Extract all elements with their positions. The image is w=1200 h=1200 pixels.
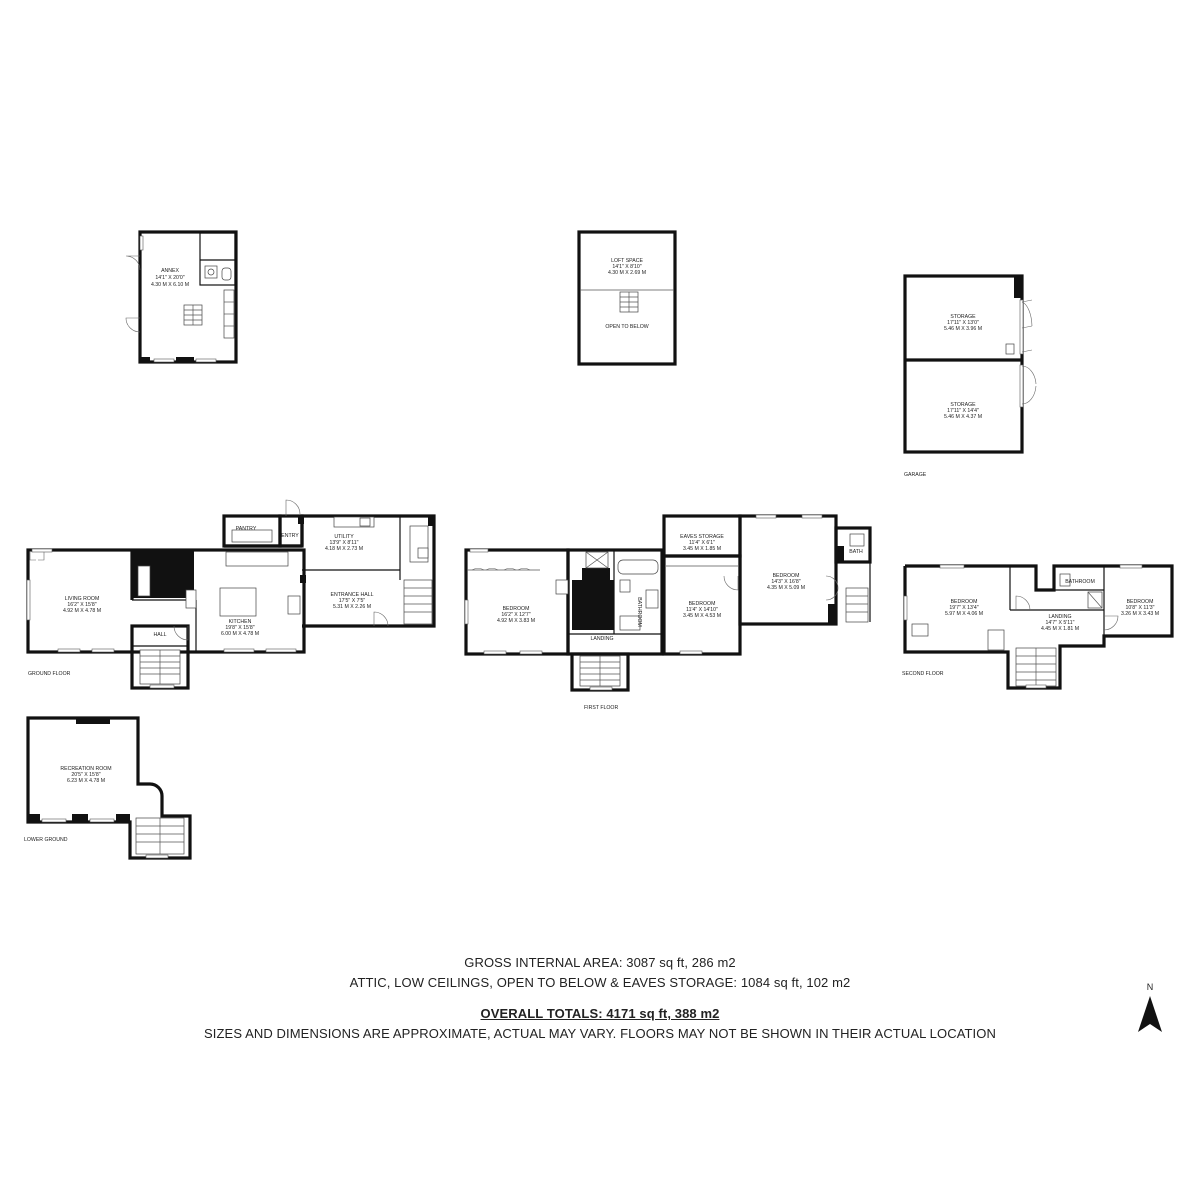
second-floor-plan: BEDROOM 19'7" X 13'4" 5.97 M X 4.06 M BA… — [902, 564, 1174, 690]
landing2-name: LANDING — [1048, 614, 1071, 620]
overall-totals-text: OVERALL TOTALS: 4171 sq ft, 388 m2 — [480, 1006, 720, 1021]
bed4-metric: 5.97 M X 4.06 M — [945, 611, 983, 617]
bed2-name: BEDROOM — [689, 601, 716, 607]
bed3-imperial: 14'3" X 16'8" — [771, 579, 800, 585]
annex-imperial: 14'1" X 20'0" — [155, 275, 184, 281]
bed5-name: BEDROOM — [1127, 599, 1154, 605]
eaves-imperial: 11'4" X 6'1" — [689, 540, 715, 546]
hall-name: HALL — [154, 632, 167, 638]
floor-label-ground: GROUND FLOOR — [28, 671, 71, 677]
eaves-metric: 3.45 M X 1.85 M — [683, 546, 721, 552]
bed3-name: BEDROOM — [773, 573, 800, 579]
bed3-metric: 4.35 M X 5.09 M — [767, 585, 805, 591]
floor-label-second: SECOND FLOOR — [902, 671, 944, 677]
pantry-name: PANTRY — [236, 526, 257, 532]
kitchen-imperial: 19'8" X 15'8" — [225, 625, 254, 631]
entrance-name: ENTRANCE HALL — [331, 592, 374, 598]
utility-imperial: 13'9" X 8'11" — [330, 540, 359, 546]
loft-name: LOFT SPACE — [611, 258, 643, 264]
recreation-name: RECREATION ROOM — [60, 766, 111, 772]
utility-metric: 4.18 M X 2.73 M — [325, 546, 363, 552]
recreation-imperial: 20'5" X 15'8" — [71, 772, 100, 778]
annex-plan: ANNEX 14'1" X 20'0" 4.30 M X 6.10 M — [125, 230, 238, 364]
north-arrow-icon — [1138, 996, 1162, 1032]
floor-label-garage: GARAGE — [904, 472, 927, 478]
loft-imperial: 14'1" X 8'10" — [612, 264, 641, 270]
bed1-imperial: 16'2" X 12'7" — [501, 612, 530, 618]
entry-name: ENTRY — [281, 533, 299, 539]
eaves-name: EAVES STORAGE — [680, 534, 724, 540]
bed5-imperial: 10'8" X 11'3" — [1126, 605, 1155, 611]
annex-metric: 4.30 M X 6.10 M — [151, 282, 189, 288]
bed2-metric: 3.45 M X 4.53 M — [683, 613, 721, 619]
living-imperial: 16'2" X 15'8" — [67, 602, 96, 608]
annex-name: ANNEX — [161, 268, 179, 274]
floor-label-first: FIRST FLOOR — [584, 705, 618, 711]
storage1-name: STORAGE — [950, 314, 976, 320]
bed1-name: BEDROOM — [503, 606, 530, 612]
garage-plan: STORAGE 17'11" X 13'0" 5.46 M X 3.96 M S… — [903, 274, 1037, 478]
storage2-imperial: 17'11" X 14'4" — [947, 408, 979, 414]
storage2-name: STORAGE — [950, 402, 976, 408]
loft-plan: LOFT SPACE 14'1" X 8'10" 4.30 M X 2.69 M… — [577, 230, 677, 366]
bath3-name: BATHROOM — [1065, 579, 1095, 585]
storage1-imperial: 17'11" X 13'0" — [947, 320, 979, 326]
attic-area: ATTIC, LOW CEILINGS, OPEN TO BELOW & EAV… — [349, 975, 851, 990]
disclaimer: SIZES AND DIMENSIONS ARE APPROXIMATE, AC… — [204, 1026, 996, 1041]
floor-label-lower: LOWER GROUND — [24, 837, 68, 843]
first-floor-plan: BEDROOM 16'2" X 12'7" 4.92 M X 3.83 M BA… — [464, 514, 872, 711]
gross-internal-area: GROSS INTERNAL AREA: 3087 sq ft, 286 m2 — [464, 955, 736, 970]
landing2-imperial: 14'7" X 5'11" — [1046, 620, 1075, 626]
kitchen-metric: 6.00 M X 4.78 M — [221, 631, 259, 637]
storage1-metric: 5.46 M X 3.96 M — [944, 326, 982, 332]
bed4-name: BEDROOM — [951, 599, 978, 605]
ground-floor-plan: PANTRY ENTRY UTILITY 13'9" X 8'11" 4.18 … — [26, 499, 436, 690]
kitchen-name: KITCHEN — [229, 619, 252, 625]
bath2-name: BATH — [849, 549, 863, 555]
bed4-imperial: 19'7" X 13'4" — [949, 605, 978, 611]
landing1-name: LANDING — [590, 636, 613, 642]
loft-note: OPEN TO BELOW — [605, 324, 648, 330]
living-metric: 4.92 M X 4.78 M — [63, 608, 101, 614]
overall-totals: OVERALL TOTALS: 4171 sq ft, 388 m2 — [0, 1006, 1200, 1021]
bed1-metric: 4.92 M X 3.83 M — [497, 618, 535, 624]
compass-label: N — [1146, 982, 1154, 992]
bath1-name: BATHROOM — [636, 597, 642, 627]
storage2-metric: 5.46 M X 4.37 M — [944, 414, 982, 420]
compass: N — [1133, 982, 1167, 1034]
recreation-metric: 6.23 M X 4.78 M — [67, 778, 105, 784]
bed5-metric: 3.26 M X 3.43 M — [1121, 611, 1159, 617]
bed2-imperial: 11'4" X 14'10" — [686, 607, 718, 613]
living-name: LIVING ROOM — [65, 596, 100, 602]
utility-name: UTILITY — [334, 534, 354, 540]
lower-ground-plan: RECREATION ROOM 20'5" X 15'8" 6.23 M X 4… — [24, 716, 192, 860]
landing2-metric: 4.45 M X 1.81 M — [1041, 626, 1079, 632]
entrance-metric: 5.31 M X 2.26 M — [333, 604, 371, 610]
entrance-imperial: 17'5" X 7'5" — [339, 598, 366, 604]
loft-metric: 4.30 M X 2.69 M — [608, 270, 646, 276]
